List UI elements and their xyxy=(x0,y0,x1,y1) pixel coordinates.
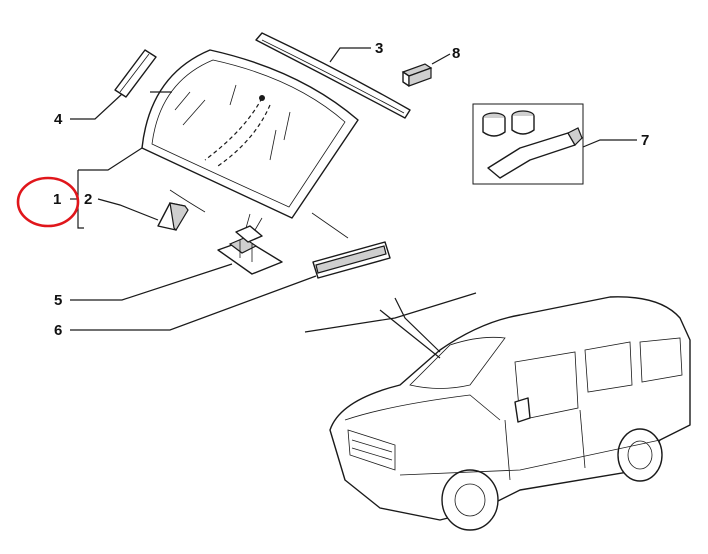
clip-block-part xyxy=(401,63,433,87)
windshield-part xyxy=(141,49,359,219)
mirror-mount-dot xyxy=(259,95,265,101)
trim-strip-part xyxy=(114,49,157,98)
highlight-circle xyxy=(16,176,80,228)
upper-seal-part xyxy=(255,32,411,119)
leader-lines xyxy=(70,47,637,359)
van-illustration xyxy=(329,296,691,531)
adhesive-kit-part xyxy=(472,103,584,185)
callout-6: 6 xyxy=(54,322,62,339)
callout-3: 3 xyxy=(375,40,383,57)
callout-2: 2 xyxy=(84,191,92,208)
callout-7: 7 xyxy=(641,132,649,149)
sensor-bracket-part xyxy=(217,213,283,275)
callout-4: 4 xyxy=(54,111,63,128)
callout-labels: 1 2 3 4 5 6 7 8 xyxy=(53,40,649,339)
callout-5: 5 xyxy=(54,292,62,309)
callout-1: 1 xyxy=(53,191,61,208)
wedge-part xyxy=(157,189,206,231)
callout-8: 8 xyxy=(452,45,460,62)
sensor-bar-part xyxy=(311,212,391,279)
